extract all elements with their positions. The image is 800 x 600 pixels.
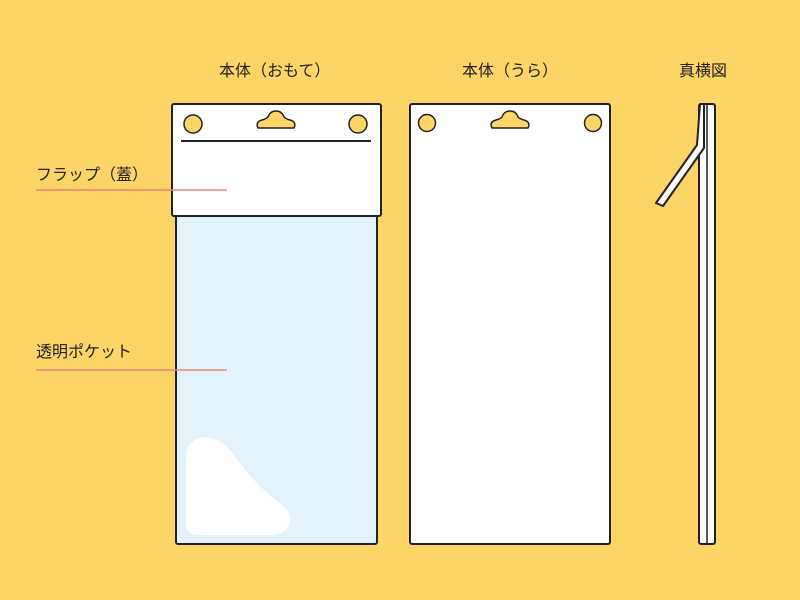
back-euro-slot	[490, 110, 530, 129]
front-hole-left	[183, 114, 203, 134]
front-flap	[171, 103, 382, 217]
back-view-heading: 本体（うら）	[462, 61, 559, 80]
back-body-panel	[409, 103, 611, 545]
front-hole-right	[348, 114, 368, 134]
front-view-heading: 本体（おもて）	[219, 61, 331, 80]
back-hole-right	[583, 113, 603, 133]
front-euro-slot	[256, 110, 296, 129]
side-view	[655, 103, 716, 545]
side-open-flap	[655, 103, 705, 207]
pocket-callout-label: 透明ポケット	[36, 342, 133, 361]
side-view-heading: 真横図	[679, 61, 728, 80]
pocket-glare-highlight	[186, 437, 290, 535]
flap-callout-label: フラップ（蓋）	[36, 165, 149, 184]
back-view	[409, 103, 611, 545]
front-view	[171, 103, 382, 545]
back-hole-left	[417, 113, 437, 133]
